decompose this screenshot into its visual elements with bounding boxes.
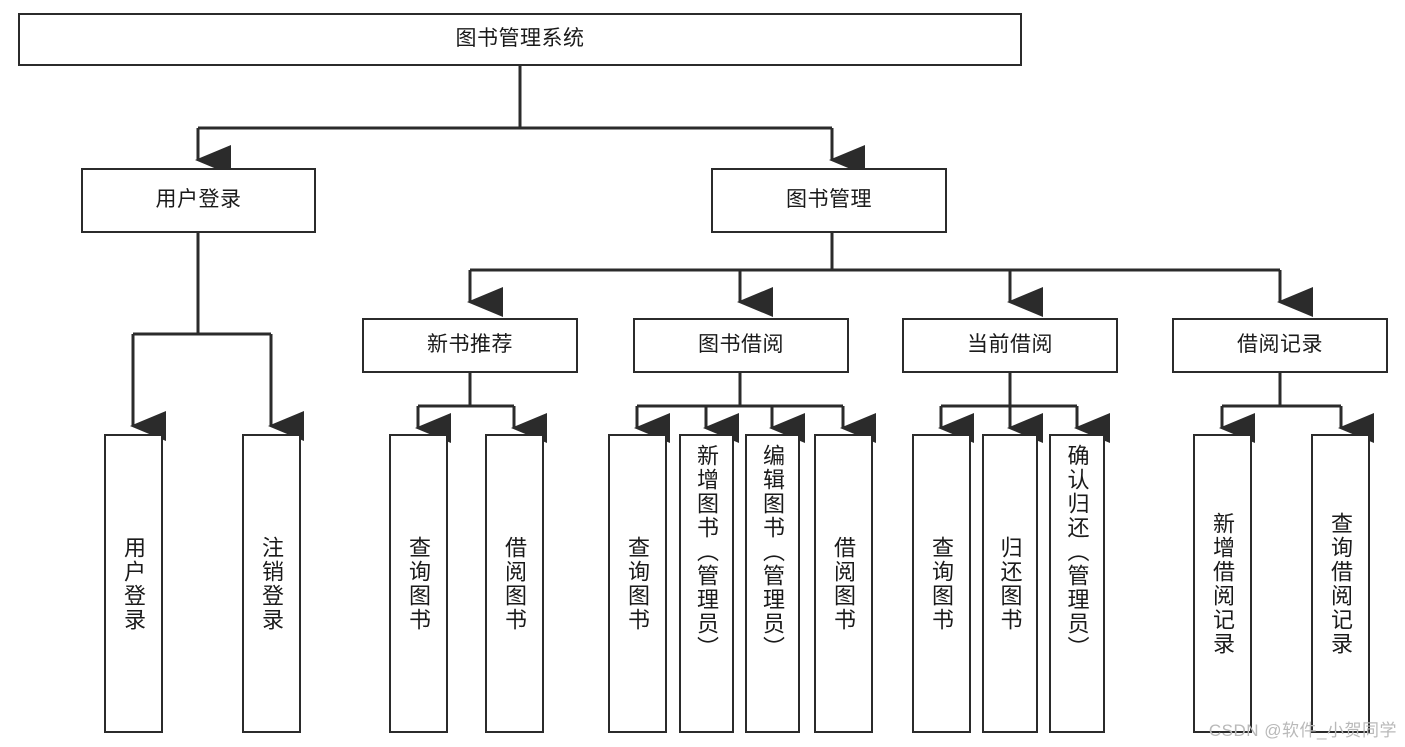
node-root-label: 图书管理系统	[455, 27, 585, 51]
node-book-borrow-label: 图书借阅	[698, 333, 784, 357]
leaf-add-book[interactable]: 新增图书（管理员）	[679, 434, 734, 733]
leaf-user-login-label: 用户登录	[121, 535, 147, 632]
leaf-borrow-book-1[interactable]: 借阅图书	[485, 434, 544, 733]
node-user-login-label: 用户登录	[155, 188, 242, 212]
leaf-edit-book-label: 编辑图书（管理员）	[760, 444, 786, 660]
node-book-borrow[interactable]: 图书借阅	[633, 318, 849, 373]
leaf-return-book-label: 归还图书	[997, 535, 1023, 632]
leaf-borrow-book-2[interactable]: 借阅图书	[814, 434, 873, 733]
leaf-return-book[interactable]: 归还图书	[982, 434, 1038, 733]
leaf-user-login[interactable]: 用户登录	[104, 434, 163, 733]
leaf-query-book-2[interactable]: 查询图书	[608, 434, 667, 733]
node-borrow-record[interactable]: 借阅记录	[1172, 318, 1388, 373]
node-book-manage[interactable]: 图书管理	[711, 168, 947, 233]
leaf-query-record-label: 查询借阅记录	[1328, 511, 1354, 656]
leaf-query-book-3-label: 查询图书	[929, 535, 955, 632]
leaf-add-record[interactable]: 新增借阅记录	[1193, 434, 1252, 733]
leaf-query-book-3[interactable]: 查询图书	[912, 434, 971, 733]
node-root[interactable]: 图书管理系统	[18, 13, 1022, 66]
leaf-add-book-label: 新增图书（管理员）	[694, 444, 720, 660]
leaf-confirm-return-label: 确认归还（管理员）	[1064, 444, 1090, 660]
node-new-book-rec[interactable]: 新书推荐	[362, 318, 578, 373]
leaf-query-book-1-label: 查询图书	[406, 535, 432, 632]
node-book-manage-label: 图书管理	[786, 188, 872, 212]
leaf-confirm-return[interactable]: 确认归还（管理员）	[1049, 434, 1105, 733]
leaf-query-book-1[interactable]: 查询图书	[389, 434, 448, 733]
leaf-query-book-2-label: 查询图书	[625, 535, 651, 632]
leaf-add-record-label: 新增借阅记录	[1210, 511, 1236, 656]
node-new-book-rec-label: 新书推荐	[427, 333, 513, 357]
leaf-borrow-book-1-label: 借阅图书	[502, 535, 528, 632]
leaf-logout[interactable]: 注销登录	[242, 434, 301, 733]
leaf-borrow-book-2-label: 借阅图书	[831, 535, 857, 632]
node-current-borrow[interactable]: 当前借阅	[902, 318, 1118, 373]
node-user-login[interactable]: 用户登录	[81, 168, 316, 233]
leaf-edit-book[interactable]: 编辑图书（管理员）	[745, 434, 800, 733]
node-borrow-record-label: 借阅记录	[1237, 333, 1323, 357]
leaf-logout-label: 注销登录	[259, 535, 285, 632]
node-current-borrow-label: 当前借阅	[967, 333, 1053, 357]
csdn-watermark: CSDN @软件_小贺同学	[1208, 721, 1397, 740]
leaf-query-record[interactable]: 查询借阅记录	[1311, 434, 1370, 733]
